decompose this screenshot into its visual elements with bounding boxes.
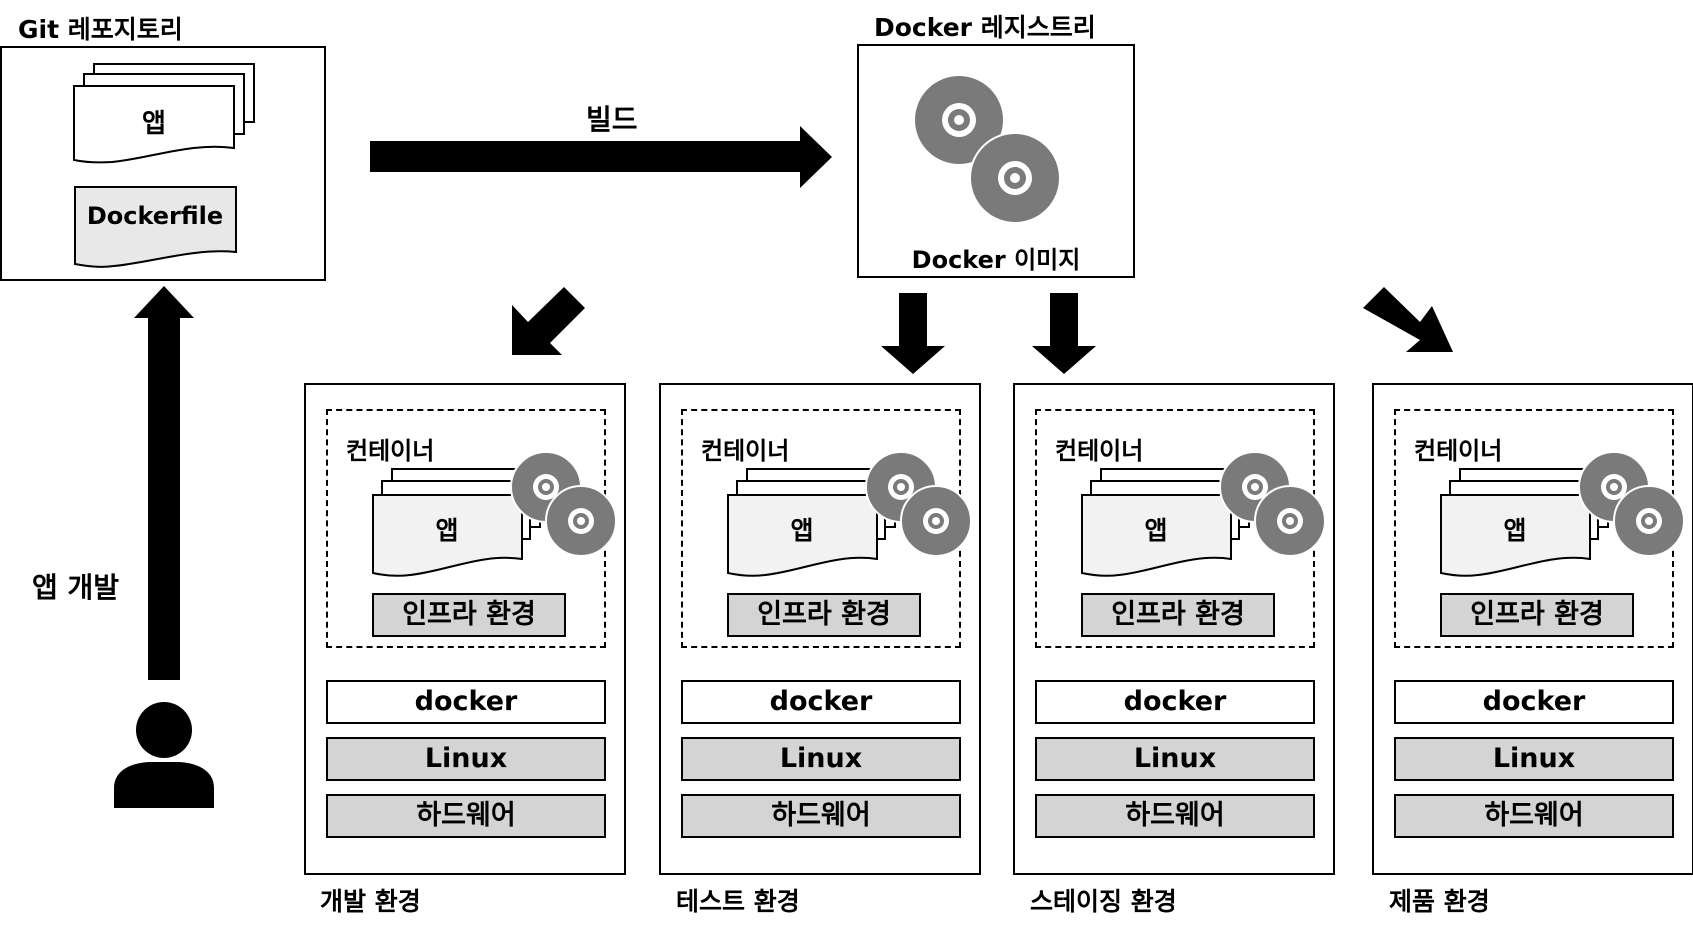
disc-icon xyxy=(510,451,617,557)
env-name-staging: 스테이징 환경 xyxy=(1030,887,1177,916)
linux-layer: Linux xyxy=(1035,737,1315,781)
dev-arrow xyxy=(134,286,194,680)
hardware-layer: 하드웨어 xyxy=(681,794,961,838)
infra-box: 인프라 환경 xyxy=(372,593,566,637)
container-label: 컨테이너 xyxy=(346,437,435,465)
git-repo-box: 앱 Dockerfile xyxy=(0,46,326,281)
container-app-label: 앱 xyxy=(435,516,459,545)
disc-icon xyxy=(1219,451,1326,557)
app-doc-stack xyxy=(73,63,255,164)
disc-icon xyxy=(914,74,1061,224)
arrow-to-staging-env xyxy=(1032,293,1096,374)
app-doc-stack xyxy=(1440,468,1609,577)
linux-layer: Linux xyxy=(326,737,606,781)
arrow-to-prod-env xyxy=(1363,287,1453,352)
dockerfile-label: Dockerfile xyxy=(86,202,224,230)
hardware-layer: 하드웨어 xyxy=(326,794,606,838)
container-app-label: 앱 xyxy=(1144,516,1168,545)
dev-label: 앱 개발 xyxy=(32,571,120,604)
docker-layer: docker xyxy=(326,680,606,724)
app-doc-stack xyxy=(727,468,896,577)
container-app-label: 앱 xyxy=(1503,516,1527,545)
registry-title: Docker 레지스트리 xyxy=(874,13,1096,42)
developer-person-icon xyxy=(114,702,214,808)
linux-layer: Linux xyxy=(681,737,961,781)
env-name-dev: 개발 환경 xyxy=(320,887,421,916)
arrow-to-test-env xyxy=(881,293,945,374)
build-arrow xyxy=(370,126,832,188)
arrow-to-dev-env xyxy=(512,287,585,355)
container-label: 컨테이너 xyxy=(1414,437,1503,465)
dockerfile-doc xyxy=(74,186,237,268)
env-panel-dev: 컨테이너 앱 인프라 환경 docker Linux 하드웨어 xyxy=(304,383,626,875)
git-app-label: 앱 xyxy=(142,109,166,139)
env-panel-staging: 컨테이너 앱 인프라 환경 docker Linux 하드웨어 xyxy=(1013,383,1335,875)
container-boundary: 컨테이너 앱 인프라 환경 xyxy=(326,409,617,648)
env-panel-prod: 컨테이너 앱 인프라 환경 docker Linux 하드웨어 xyxy=(1372,383,1693,875)
linux-layer: Linux xyxy=(1394,737,1674,781)
git-repo-title: Git 레포지토리 xyxy=(18,15,183,44)
env-name-prod: 제품 환경 xyxy=(1389,887,1490,916)
docker-layer: docker xyxy=(681,680,961,724)
disc-icon xyxy=(1578,451,1685,557)
container-boundary: 컨테이너 앱 인프라 환경 xyxy=(681,409,972,648)
env-name-test: 테스트 환경 xyxy=(676,887,800,916)
hardware-layer: 하드웨어 xyxy=(1035,794,1315,838)
app-doc-stack xyxy=(1081,468,1250,577)
infra-box: 인프라 환경 xyxy=(1081,593,1275,637)
registry-box: Docker 이미지 xyxy=(857,44,1135,278)
env-panel-test: 컨테이너 앱 인프라 환경 docker Linux 하드웨어 xyxy=(659,383,981,875)
disc-icon xyxy=(865,451,972,557)
container-label: 컨테이너 xyxy=(701,437,790,465)
hardware-layer: 하드웨어 xyxy=(1394,794,1674,838)
container-label: 컨테이너 xyxy=(1055,437,1144,465)
infra-box: 인프라 환경 xyxy=(1440,593,1634,637)
docker-image-label: Docker 이미지 xyxy=(911,246,1081,274)
app-doc-stack xyxy=(372,468,541,577)
docker-layer: docker xyxy=(1394,680,1674,724)
container-boundary: 컨테이너 앱 인프라 환경 xyxy=(1035,409,1326,648)
container-app-label: 앱 xyxy=(790,516,814,545)
build-label: 빌드 xyxy=(586,103,638,136)
infra-box: 인프라 환경 xyxy=(727,593,921,637)
container-boundary: 컨테이너 앱 인프라 환경 xyxy=(1394,409,1685,648)
docker-layer: docker xyxy=(1035,680,1315,724)
